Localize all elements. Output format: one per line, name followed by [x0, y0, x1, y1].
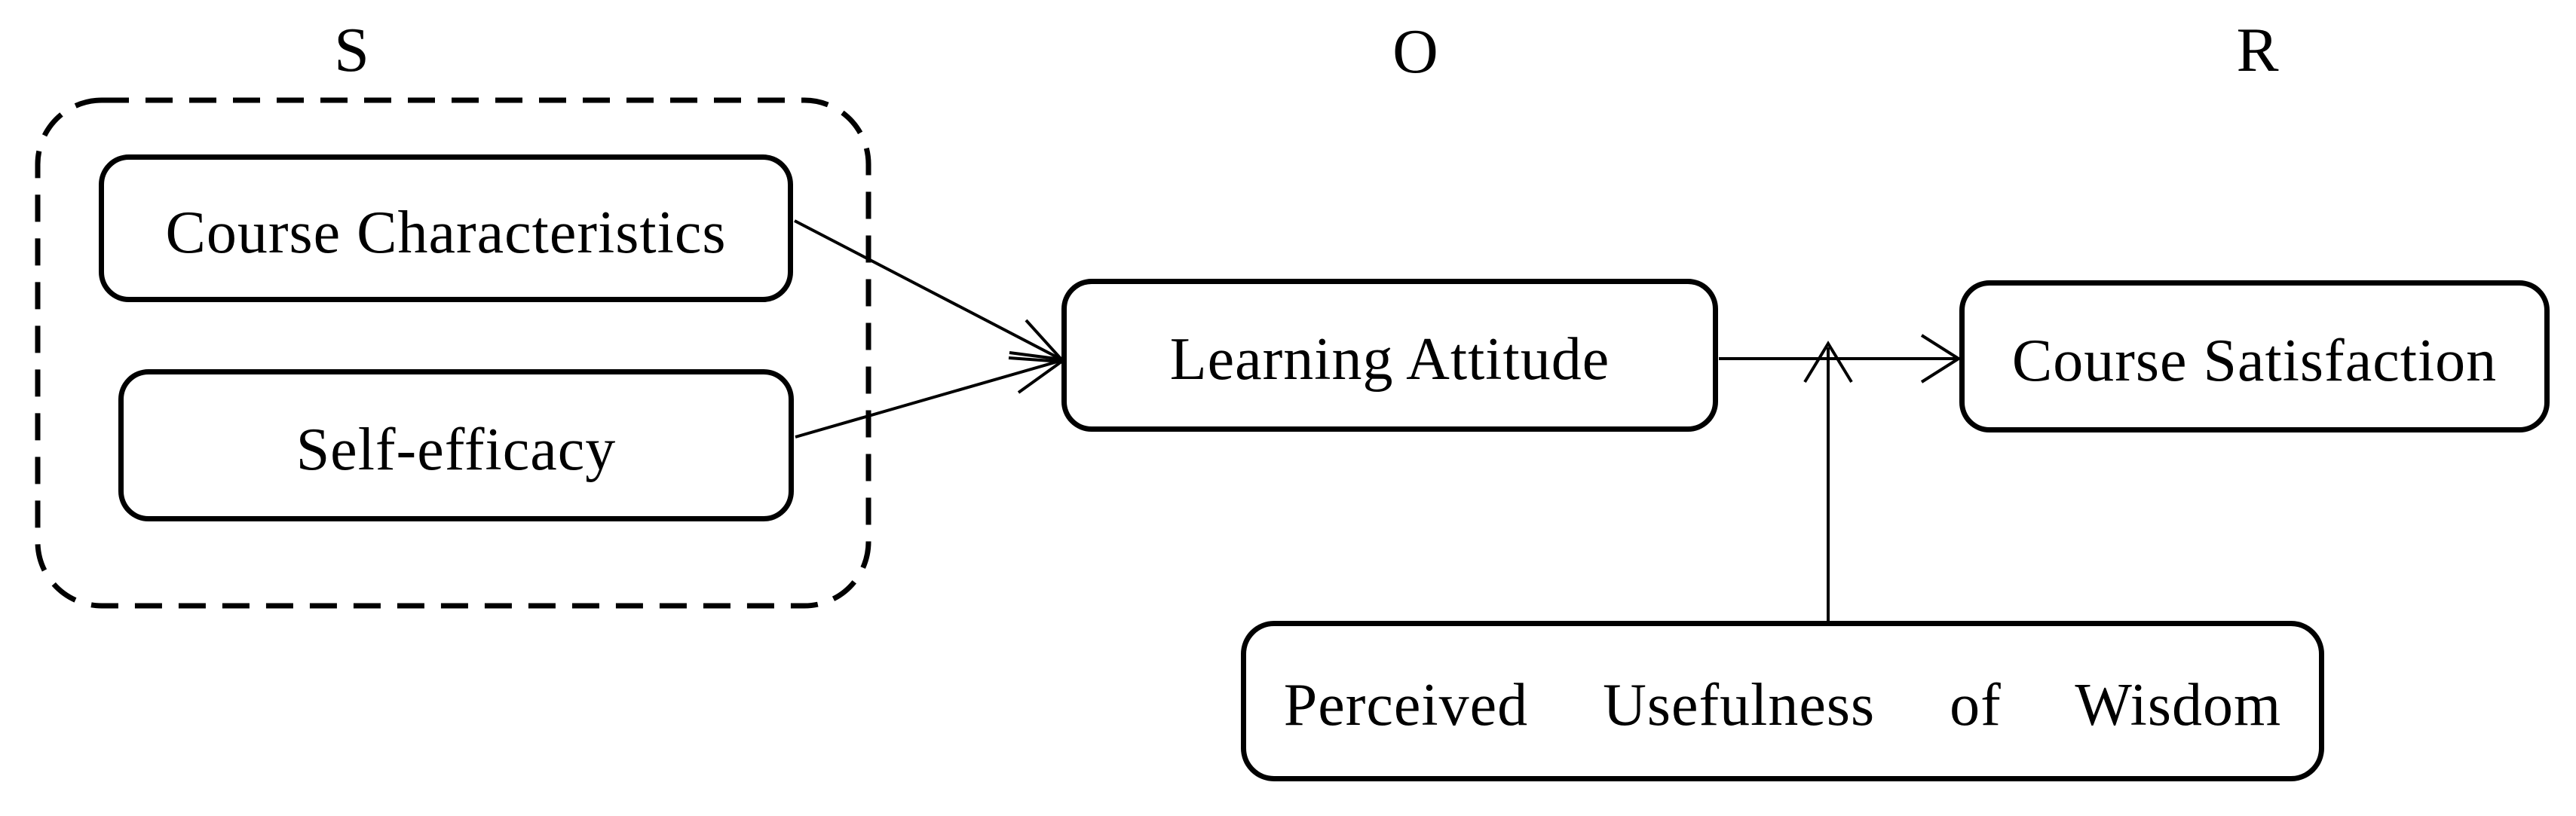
node-course-satisfaction: Course Satisfaction: [1959, 280, 2550, 432]
node-learning-attitude: Learning Attitude: [1061, 279, 1718, 432]
arrow-perceived-usefulness-moderator: [1803, 341, 1853, 621]
section-label-response: R: [2236, 15, 2280, 85]
node-perceived-usefulness: Perceived Usefulness of Wisdom: [1241, 621, 2324, 781]
node-course-satisfaction-label: Course Satisfaction: [2011, 327, 2498, 394]
section-label-stimulus: S: [334, 15, 370, 85]
section-label-organism: O: [1392, 17, 1439, 87]
arrow-self-efficacy-to-learning-attitude: [795, 356, 1066, 439]
node-perceived-usefulness-label: Perceived Usefulness of Wisdom: [1283, 672, 2282, 738]
stimulus-group-dashed-border: [35, 97, 871, 609]
node-course-characteristics-label: Course Characteristics: [165, 199, 727, 266]
node-course-characteristics: Course Characteristics: [99, 154, 793, 302]
arrow-course-characteristics-to-learning-attitude: [794, 219, 1066, 362]
node-self-efficacy: Self-efficacy: [118, 369, 794, 521]
node-self-efficacy-label: Self-efficacy: [296, 416, 617, 483]
node-learning-attitude-label: Learning Attitude: [1169, 326, 1610, 393]
